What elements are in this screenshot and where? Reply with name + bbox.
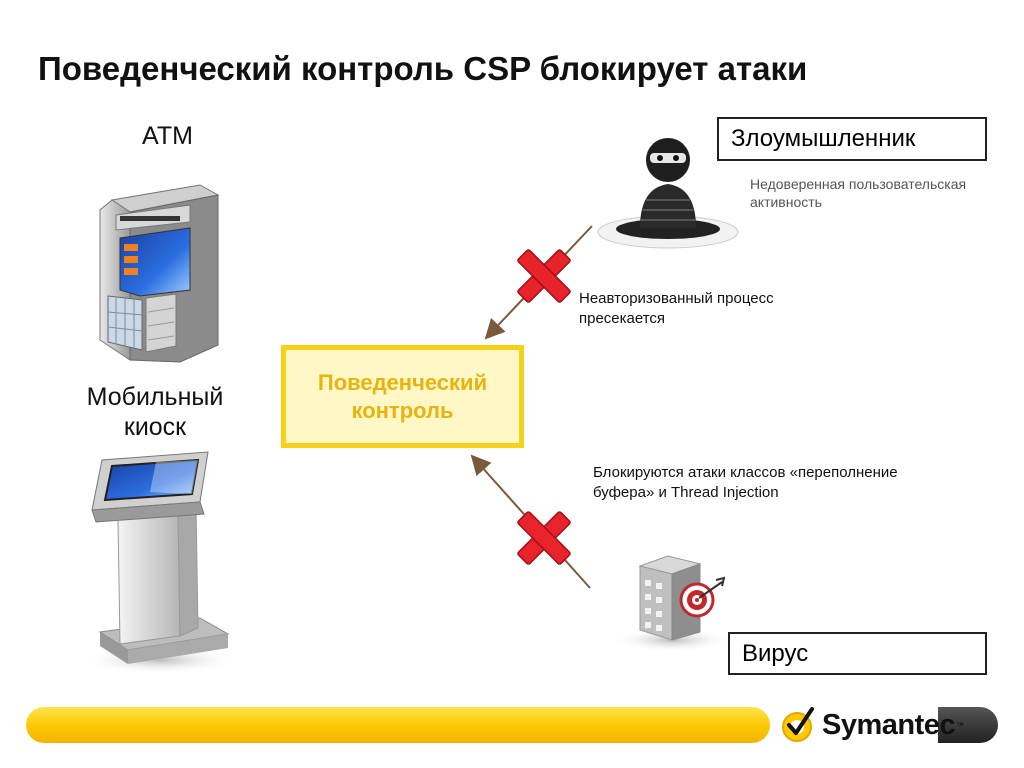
blocked-attacks-note: Блокируются атаки классов «переполнение … [593, 464, 898, 501]
unauthorized-note: Неавторизованный процесс пресекается [579, 290, 774, 327]
behavior-control-box: Поведенческий контроль [281, 345, 524, 448]
virus-building-icon [612, 555, 732, 652]
block-cross-icon-top [517, 249, 571, 303]
attacker-icon [597, 138, 739, 249]
slide-title: Поведенческий контроль CSP блокирует ата… [38, 50, 808, 87]
footer-dark-cap [938, 707, 998, 743]
footer-bar [26, 707, 770, 743]
kiosk-label: Мобильный киоск [86, 383, 224, 441]
block-cross-icon-bottom [517, 511, 571, 565]
attacker-label: Злоумышленник [717, 117, 987, 161]
atm-label: ATM [142, 122, 193, 150]
checkmark-logo-icon [782, 707, 814, 742]
virus-label: Вирус [728, 632, 987, 675]
atm-icon [99, 184, 220, 363]
logo-tm: ™ [956, 720, 965, 730]
logo-brand-text: Symantec [822, 708, 956, 741]
kiosk-icon [80, 451, 240, 674]
attacker-subtitle: Недоверенная пользовательская активность [750, 176, 967, 210]
